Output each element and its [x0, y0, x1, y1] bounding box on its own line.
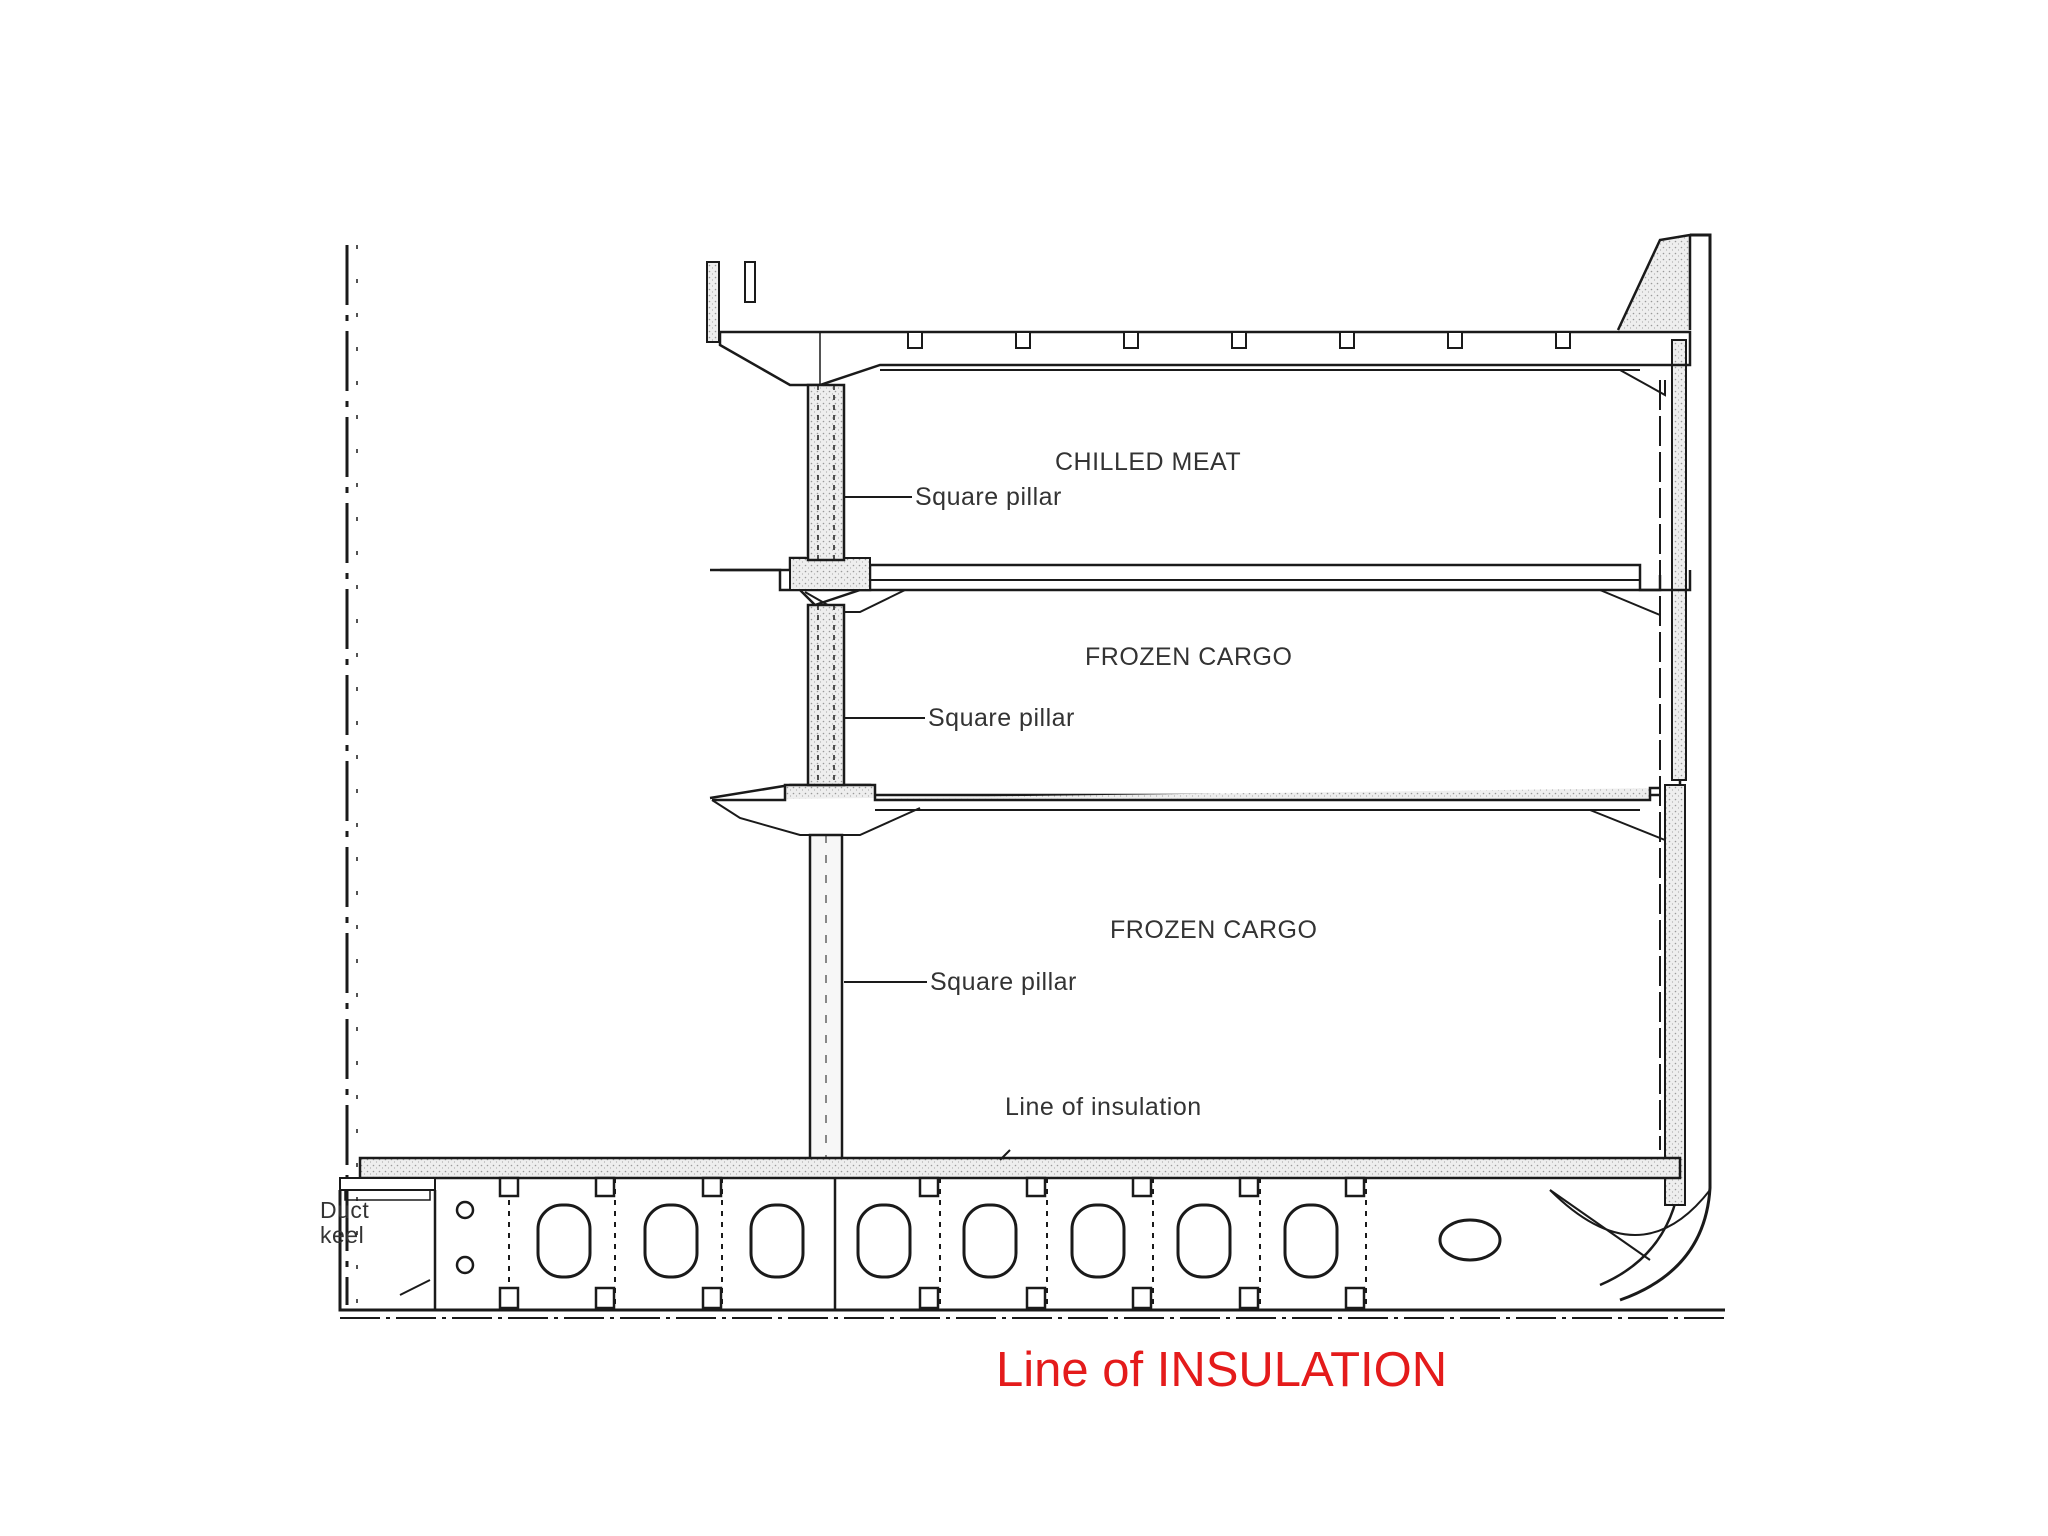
third-deck: [709, 783, 1666, 841]
duct-keel-label-line1: Duct: [320, 1197, 369, 1223]
compartment-label-frozen-cargo-middle: FROZEN CARGO: [1085, 643, 1292, 671]
double-bottom: [338, 1176, 1725, 1319]
hatch-coaming: [706, 261, 756, 343]
leader-lines: [844, 496, 1011, 1161]
line-of-insulation-label: Line of insulation: [1005, 1093, 1202, 1121]
duct-keel-label-line2: keel: [320, 1222, 364, 1248]
lightening-holes: [455, 1200, 1502, 1279]
square-pillar-label-middle: Square pillar: [928, 704, 1075, 732]
compartment-label-chilled-meat: CHILLED MEAT: [1055, 448, 1241, 476]
caption: Line of INSULATION: [996, 1343, 1448, 1397]
side-shell: [1599, 233, 1712, 1302]
square-pillar-label-lower: Square pillar: [930, 968, 1077, 996]
square-pillar-label-upper: Square pillar: [915, 483, 1062, 511]
upper-deck: [718, 330, 1692, 397]
compartment-label-frozen-cargo-lower: FROZEN CARGO: [1110, 916, 1317, 944]
upper-deck-beams: [907, 331, 1571, 349]
tank-top: [339, 1156, 1682, 1191]
bottom-longitudinals: [498, 1176, 1366, 1310]
second-deck: [710, 556, 1692, 616]
square-pillars: [806, 383, 846, 1177]
